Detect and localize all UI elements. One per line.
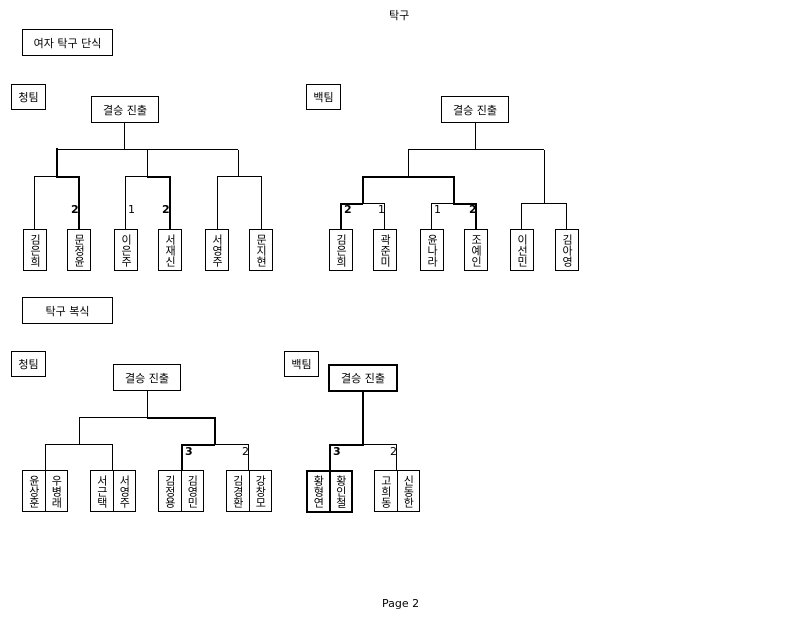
player-box: 김은희 [23, 229, 47, 271]
score: 2 [344, 203, 352, 216]
player-box: 이은주 [114, 229, 138, 271]
singles-white-final-box: 결승 진출 [441, 96, 509, 123]
doubles-pair-box: 황형연 황인철 [306, 470, 353, 513]
player-name: 김은희 [28, 233, 42, 267]
player-name: 서영주 [117, 474, 131, 508]
score: 2 [71, 203, 79, 216]
doubles-pair-box: 김정용 김영민 [158, 470, 204, 512]
doubles-blue-team-label: 청팀 [11, 351, 46, 377]
player-box: 문지현 [249, 229, 273, 271]
player-name: 문정윤 [72, 233, 86, 267]
player-name: 김정용 [163, 474, 177, 508]
page-number: Page 2 [382, 597, 420, 610]
score: 1 [434, 203, 441, 216]
singles-blue-final-box: 결승 진출 [91, 96, 159, 123]
page-title: 탁구 [389, 9, 410, 22]
player-name: 김경환 [231, 474, 245, 508]
player-box: 윤나라 [420, 229, 444, 271]
doubles-pair-box: 윤상훈 우병래 [22, 470, 68, 512]
doubles-pair-box: 서근택 서영주 [90, 470, 136, 512]
player-name: 김은희 [334, 233, 348, 267]
player-box: 서재신 [158, 229, 182, 271]
score: 2 [162, 203, 170, 216]
doubles-section-label: 탁구 복식 [22, 297, 113, 324]
score: 2 [469, 203, 477, 216]
singles-blue-team-label: 청팀 [11, 84, 46, 110]
singles-white-team-label: 백팀 [306, 84, 341, 110]
player-name: 윤상훈 [27, 474, 41, 508]
player-name: 김영민 [185, 474, 199, 508]
player-box: 서영주 [205, 229, 229, 271]
score: 2 [390, 445, 397, 458]
player-name: 강창모 [253, 474, 267, 508]
doubles-white-final-box: 결승 진출 [328, 364, 398, 392]
player-name: 이은주 [119, 233, 133, 267]
player-box: 문정윤 [67, 229, 91, 271]
player-box: 곽준미 [373, 229, 397, 271]
doubles-blue-final-box: 결승 진출 [113, 364, 181, 391]
doubles-white-team-label: 백팀 [284, 351, 319, 377]
player-box: 이선민 [510, 229, 534, 271]
player-name: 윤나라 [425, 233, 439, 267]
singles-section-label: 여자 탁구 단식 [22, 29, 113, 56]
player-name: 고희동 [379, 474, 393, 508]
player-name: 신동한 [401, 474, 415, 508]
player-name: 서영주 [210, 233, 224, 267]
doubles-pair-box: 고희동 신동한 [374, 470, 420, 512]
doubles-pair-box: 김경환 강창모 [226, 470, 272, 512]
player-name: 곽준미 [378, 233, 392, 267]
player-name: 조예인 [469, 233, 483, 267]
player-name: 서재신 [163, 233, 177, 267]
score: 3 [333, 445, 341, 458]
player-name: 서근택 [95, 474, 109, 508]
player-name: 이선민 [515, 233, 529, 267]
player-box: 김아영 [555, 229, 579, 271]
player-name: 황인철 [334, 475, 348, 508]
score: 3 [185, 445, 193, 458]
score: 2 [242, 445, 249, 458]
player-box: 김은희 [329, 229, 353, 271]
player-name: 우병래 [49, 474, 63, 508]
player-box: 조예인 [464, 229, 488, 271]
score: 1 [128, 203, 135, 216]
player-name: 문지현 [254, 233, 268, 267]
player-name: 김아영 [560, 233, 574, 267]
player-name: 황형연 [311, 475, 325, 508]
score: 1 [378, 203, 385, 216]
